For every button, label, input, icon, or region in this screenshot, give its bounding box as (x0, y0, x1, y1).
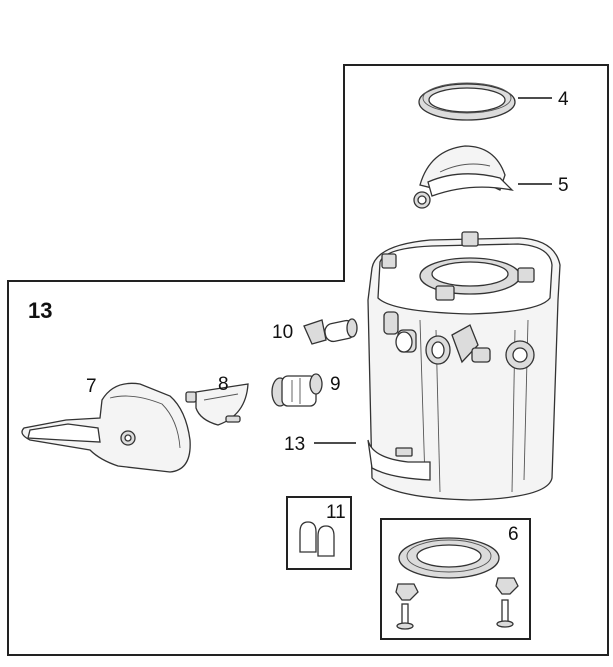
label-11: 11 (326, 502, 346, 523)
part-9-connector (271, 373, 323, 407)
part-6-box (380, 518, 531, 640)
label-4: 4 (558, 89, 569, 110)
part-7-handle (21, 382, 191, 473)
kit-outline-frame (7, 64, 609, 656)
part-13-main-body (367, 231, 561, 501)
kit-label: 13 (28, 298, 52, 323)
part-5-valve-dome (413, 145, 514, 209)
label-13: 13 (284, 434, 305, 455)
label-10: 10 (272, 322, 293, 343)
label-8: 8 (218, 374, 229, 395)
part-10-tube (303, 318, 358, 345)
label-5: 5 (558, 175, 569, 196)
part-11-caps (299, 521, 335, 557)
label-9: 9 (330, 374, 341, 395)
part-11-box (286, 496, 352, 570)
part-8-bracket (185, 383, 249, 426)
label-6: 6 (508, 524, 519, 545)
label-7: 7 (86, 376, 97, 397)
part-4-seal-ring (418, 82, 516, 121)
part-6-gasket-and-bolts (395, 537, 519, 630)
